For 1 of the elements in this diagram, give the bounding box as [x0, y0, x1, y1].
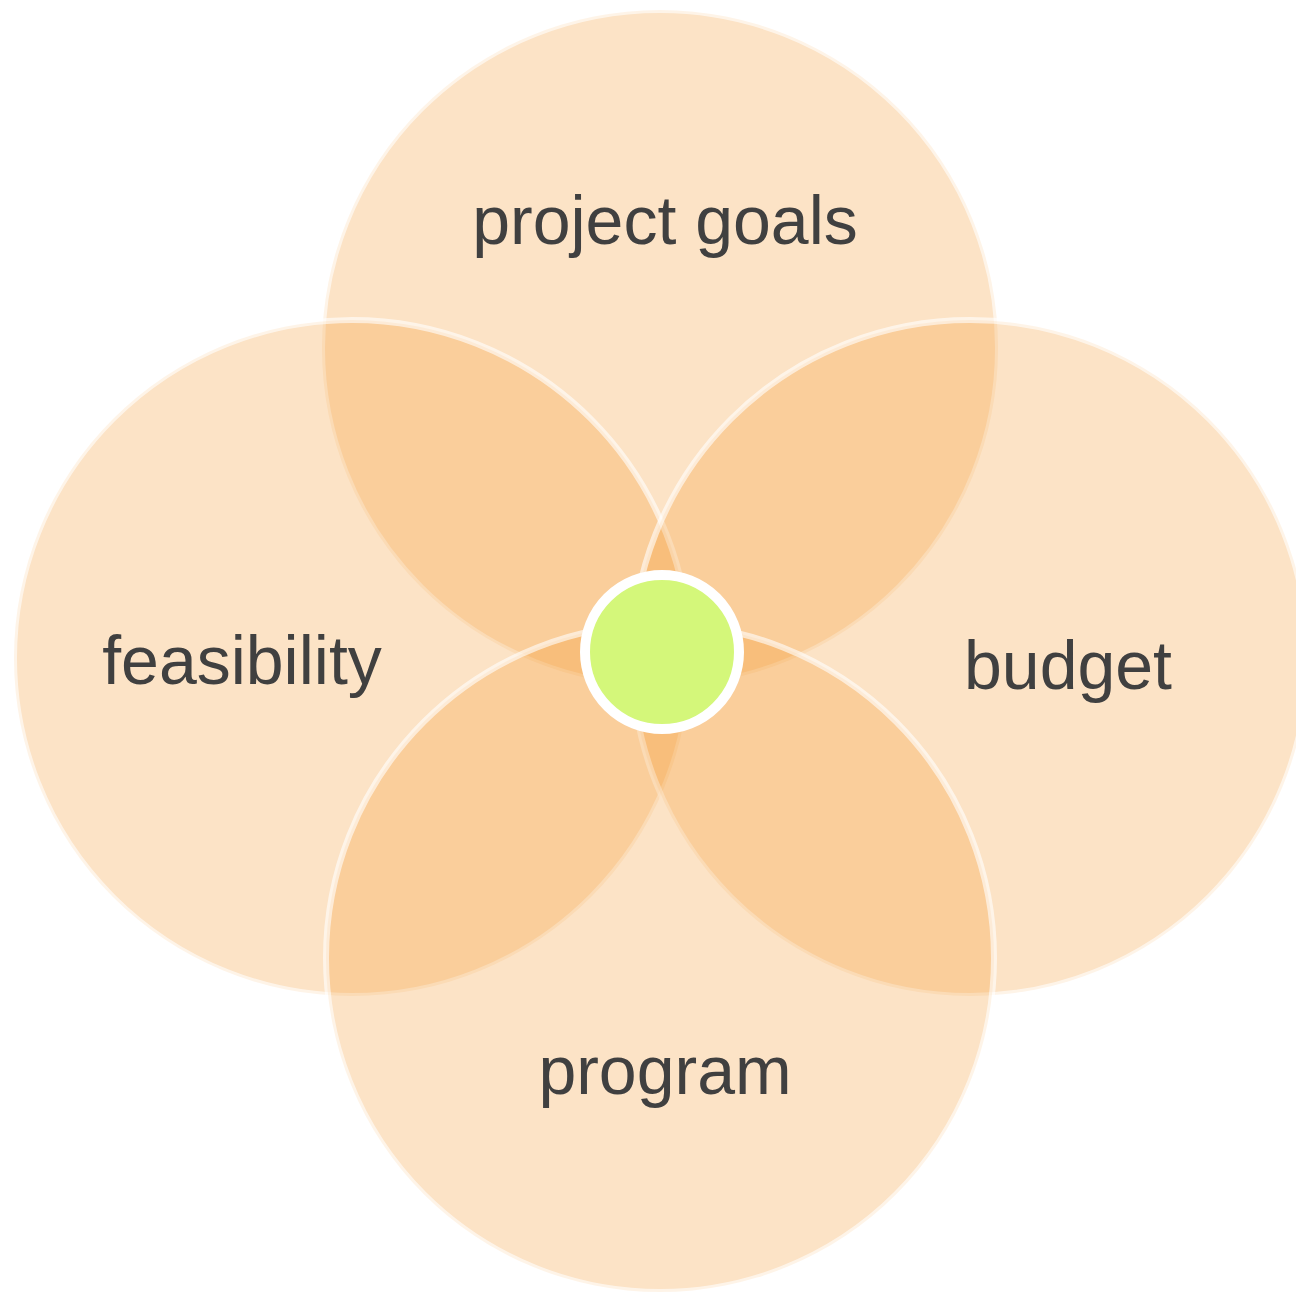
center-circle — [580, 570, 744, 734]
